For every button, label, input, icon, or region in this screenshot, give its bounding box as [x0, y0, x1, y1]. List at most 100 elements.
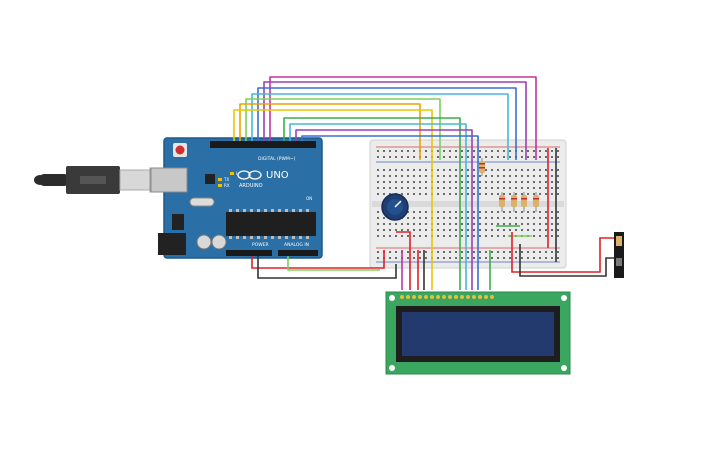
breadboard-hole [449, 181, 451, 183]
wire-5v[interactable] [251, 250, 385, 269]
lcd-pin-header [400, 295, 494, 299]
potentiometer-knob-icon[interactable] [381, 193, 409, 221]
breadboard-hole [395, 181, 397, 183]
breadboard-hole [527, 229, 529, 231]
breadboard-hole [491, 193, 493, 195]
breadboard-hole [491, 187, 493, 189]
breadboard-hole [539, 169, 541, 171]
breadboard-hole [557, 223, 559, 225]
breadboard-hole [473, 223, 475, 225]
wire-cyan[interactable] [251, 93, 509, 160]
wire-purple-top[interactable] [263, 81, 527, 160]
breadboard-hole [425, 223, 427, 225]
breadboard-hole [539, 175, 541, 177]
wire-magenta[interactable] [269, 76, 537, 160]
breadboard-hole [509, 251, 511, 253]
breadboard-hole [533, 169, 535, 171]
breadboard-hole [407, 193, 409, 195]
breadboard-hole [443, 235, 445, 237]
breadboard-hole [413, 251, 415, 253]
breadboard-hole [485, 229, 487, 231]
breadboard-hole [491, 181, 493, 183]
breadboard-hole [383, 150, 385, 152]
breadboard-hole [491, 156, 493, 158]
breadboard-hole [497, 150, 499, 152]
lcd-pin [472, 295, 476, 299]
breadboard-hole [479, 150, 481, 152]
breadboard-hole [479, 229, 481, 231]
breadboard-hole [515, 217, 517, 219]
breadboard-hole [533, 229, 535, 231]
breadboard-hole [401, 156, 403, 158]
breadboard-hole [509, 169, 511, 171]
wire-analog[interactable] [287, 256, 380, 271]
breadboard-hole [413, 211, 415, 213]
breadboard-hole [401, 223, 403, 225]
wire-orange[interactable] [239, 103, 421, 160]
breadboard-hole [413, 229, 415, 231]
lcd-display[interactable] [385, 291, 571, 375]
wire-yellow[interactable] [233, 109, 433, 290]
breadboard-hole [407, 169, 409, 171]
breadboard-hole [497, 257, 499, 259]
breadboard-hole [473, 235, 475, 237]
breadboard-hole [545, 251, 547, 253]
breadboard-hole [545, 235, 547, 237]
breadboard-hole [491, 175, 493, 177]
resistor-icon[interactable] [521, 192, 527, 212]
wire-pot-vcc[interactable] [396, 231, 411, 290]
breadboard-hole [449, 211, 451, 213]
breadboard-hole [377, 217, 379, 219]
breadboard-hole [503, 175, 505, 177]
wire-green[interactable] [283, 117, 461, 290]
on-label: ON [306, 196, 312, 201]
analog-header [278, 250, 318, 256]
resistor-group [479, 158, 539, 212]
tx-label: TX [223, 177, 229, 182]
wire-sensor-vcc[interactable] [511, 232, 614, 273]
breadboard-hole [449, 257, 451, 259]
breadboard-hole [395, 223, 397, 225]
resistor-icon[interactable] [533, 192, 539, 212]
breadboard-hole [521, 217, 523, 219]
breadboard-hole [539, 156, 541, 158]
arduino-uno-board[interactable]: TX RX L ON ARDUINO UNO DIGITAL (PWM~) PO… [150, 137, 323, 259]
lcd-pin [424, 295, 428, 299]
breadboard-hole [527, 251, 529, 253]
breadboard-hole [461, 156, 463, 158]
breadboard-hole [395, 257, 397, 259]
breadboard-hole [413, 257, 415, 259]
wire-sensor-gnd[interactable] [519, 244, 614, 277]
wire-gnd[interactable] [257, 256, 397, 279]
wire-purple[interactable] [295, 129, 473, 290]
breadboard-hole [509, 175, 511, 177]
breadboard-hole [425, 217, 427, 219]
breadboard-hole [455, 150, 457, 152]
breadboard-hole [515, 175, 517, 177]
breadboard-hole [557, 187, 559, 189]
breadboard-hole [449, 175, 451, 177]
breadboard-hole [509, 150, 511, 152]
breadboard-hole [455, 193, 457, 195]
breadboard-hole [437, 235, 439, 237]
breadboard-hole [533, 156, 535, 158]
wire-cyan-2[interactable] [289, 123, 467, 290]
breadboard-hole [545, 187, 547, 189]
resistor-icon[interactable] [499, 192, 505, 212]
breadboard-hole [467, 193, 469, 195]
wire-blue-2[interactable] [301, 135, 479, 290]
breadboard-hole [503, 235, 505, 237]
resistor-icon[interactable] [511, 192, 517, 212]
resistor-icon[interactable] [479, 158, 485, 176]
breadboard-hole [557, 150, 559, 152]
breadboard-hole [407, 251, 409, 253]
breadboard-hole [485, 175, 487, 177]
breadboard-hole [539, 187, 541, 189]
wire-blue[interactable] [257, 87, 517, 160]
lcd-pin [406, 295, 410, 299]
breadboard-hole [527, 257, 529, 259]
breadboard-hole [395, 175, 397, 177]
photoresistor-module-icon[interactable] [614, 232, 624, 278]
power-header [226, 250, 272, 256]
breadboard-hole [485, 169, 487, 171]
